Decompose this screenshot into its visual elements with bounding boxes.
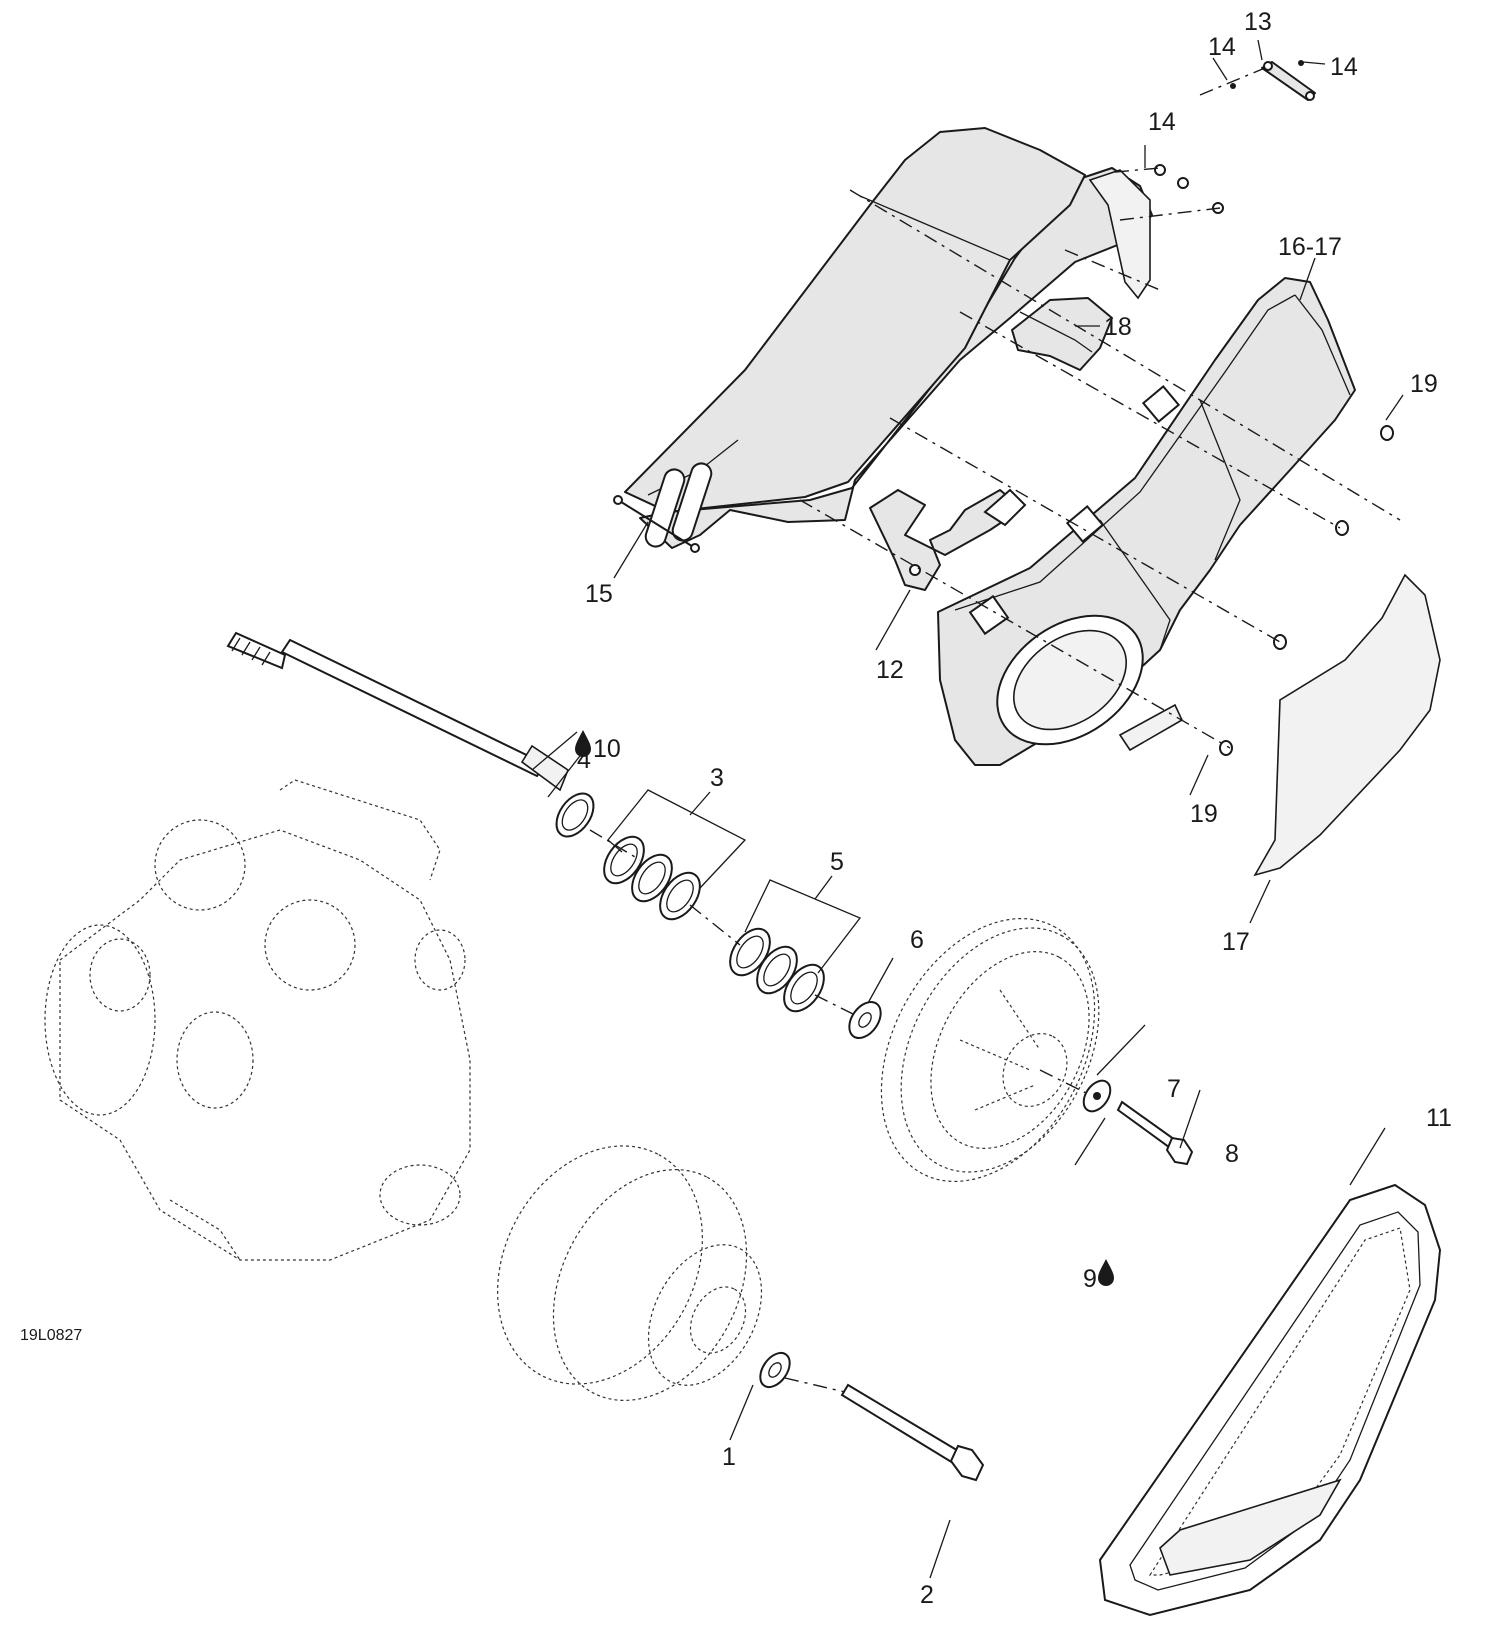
driven-pulley-part: [880, 917, 1100, 1183]
shim-4-part: [555, 792, 595, 838]
shims-3-part: [603, 835, 701, 921]
callout-1: 1: [722, 1443, 736, 1471]
engine-part: [44, 779, 471, 1261]
bolt-2-part: [840, 1383, 985, 1482]
callout-12: 12: [876, 656, 904, 684]
driven-pulley-shaft-part: [226, 631, 569, 792]
belt-guard-inner-part: [613, 127, 1153, 553]
callout-6: 6: [910, 926, 924, 954]
callout-14-left: 14: [1208, 33, 1236, 61]
callout-15: 15: [585, 580, 613, 608]
callout-14-right: 14: [1330, 53, 1358, 81]
assembly-lines: [589, 67, 1401, 1393]
callout-7: 7: [1167, 1075, 1181, 1103]
shims-5-part: [729, 927, 825, 1013]
oil-drop-icon: [1098, 1259, 1114, 1286]
callout-8: 8: [1225, 1140, 1239, 1168]
washer-7-part: [1082, 1079, 1112, 1113]
spacers-part: [1219, 425, 1394, 756]
washer-1-part: [759, 1351, 791, 1389]
washer-6-part: [848, 1000, 882, 1040]
drive-belt-part: [1098, 1183, 1442, 1617]
drive-pulley-part: [497, 1145, 763, 1401]
belt-guard-outer-cover-part: [937, 277, 1356, 766]
clip-part: [1261, 61, 1316, 101]
callout-2: 2: [920, 1581, 934, 1609]
callout-5: 5: [830, 848, 844, 876]
front-shield-part: [1253, 573, 1441, 877]
leader-lines: [531, 39, 1404, 1579]
callout-19-top: 19: [1410, 370, 1438, 398]
callout-16-17: 16-17: [1278, 233, 1342, 261]
bolt-8-part: [1116, 1100, 1194, 1166]
callout-4: 4: [577, 746, 591, 774]
callout-19-bottom: 19: [1190, 800, 1218, 828]
callout-17: 17: [1222, 928, 1250, 956]
bracket-part: [869, 488, 1027, 591]
callout-10: 10: [593, 735, 621, 763]
callout-11: 11: [1426, 1104, 1452, 1132]
callout-13: 13: [1244, 8, 1272, 36]
callout-9: 9: [1083, 1265, 1097, 1293]
callout-3: 3: [710, 764, 724, 792]
callout-14-middle: 14: [1148, 108, 1176, 136]
support-bracket-part: [1011, 297, 1113, 371]
callout-18: 18: [1104, 313, 1132, 341]
diagram-code: 19L0827: [20, 1327, 82, 1344]
oil-drop-icon: [575, 730, 591, 757]
